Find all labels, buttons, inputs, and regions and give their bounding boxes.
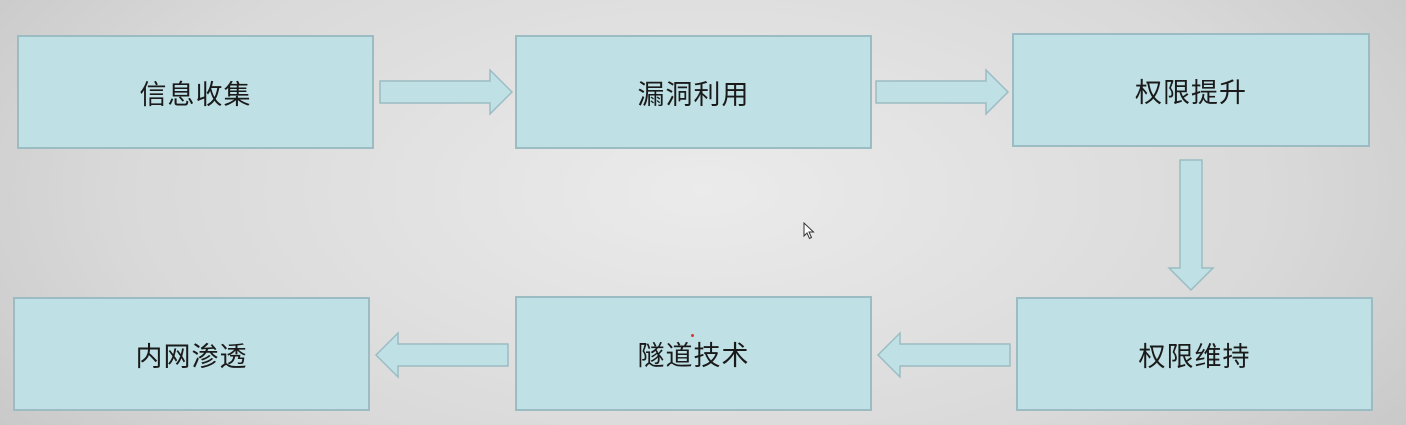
arrow-down [1167,159,1215,292]
step-label: 权限维持 [1138,341,1251,373]
arrow-left-1 [876,331,1011,379]
marker-dot [691,334,694,337]
step-label: 权限提升 [1135,77,1247,109]
step-label: 隧道技术 [637,341,750,372]
arrow-right-2 [875,68,1010,116]
arrow-left-2 [374,331,509,379]
step-info-gathering: 信息收集 [17,35,374,149]
step-vulnerability-exploitation: 漏洞利用 [515,35,872,149]
step-label: 漏洞利用 [637,79,750,111]
step-persistence: 权限维持 [1016,297,1373,411]
mouse-pointer-icon [803,222,815,240]
arrow-right-1 [379,68,514,116]
step-label: 内网渗透 [135,341,248,373]
step-privilege-escalation: 权限提升 [1012,33,1370,147]
step-lateral-movement: 内网渗透 [13,297,370,411]
step-label: 信息收集 [139,79,252,111]
step-tunneling: 隧道技术 [515,296,872,411]
